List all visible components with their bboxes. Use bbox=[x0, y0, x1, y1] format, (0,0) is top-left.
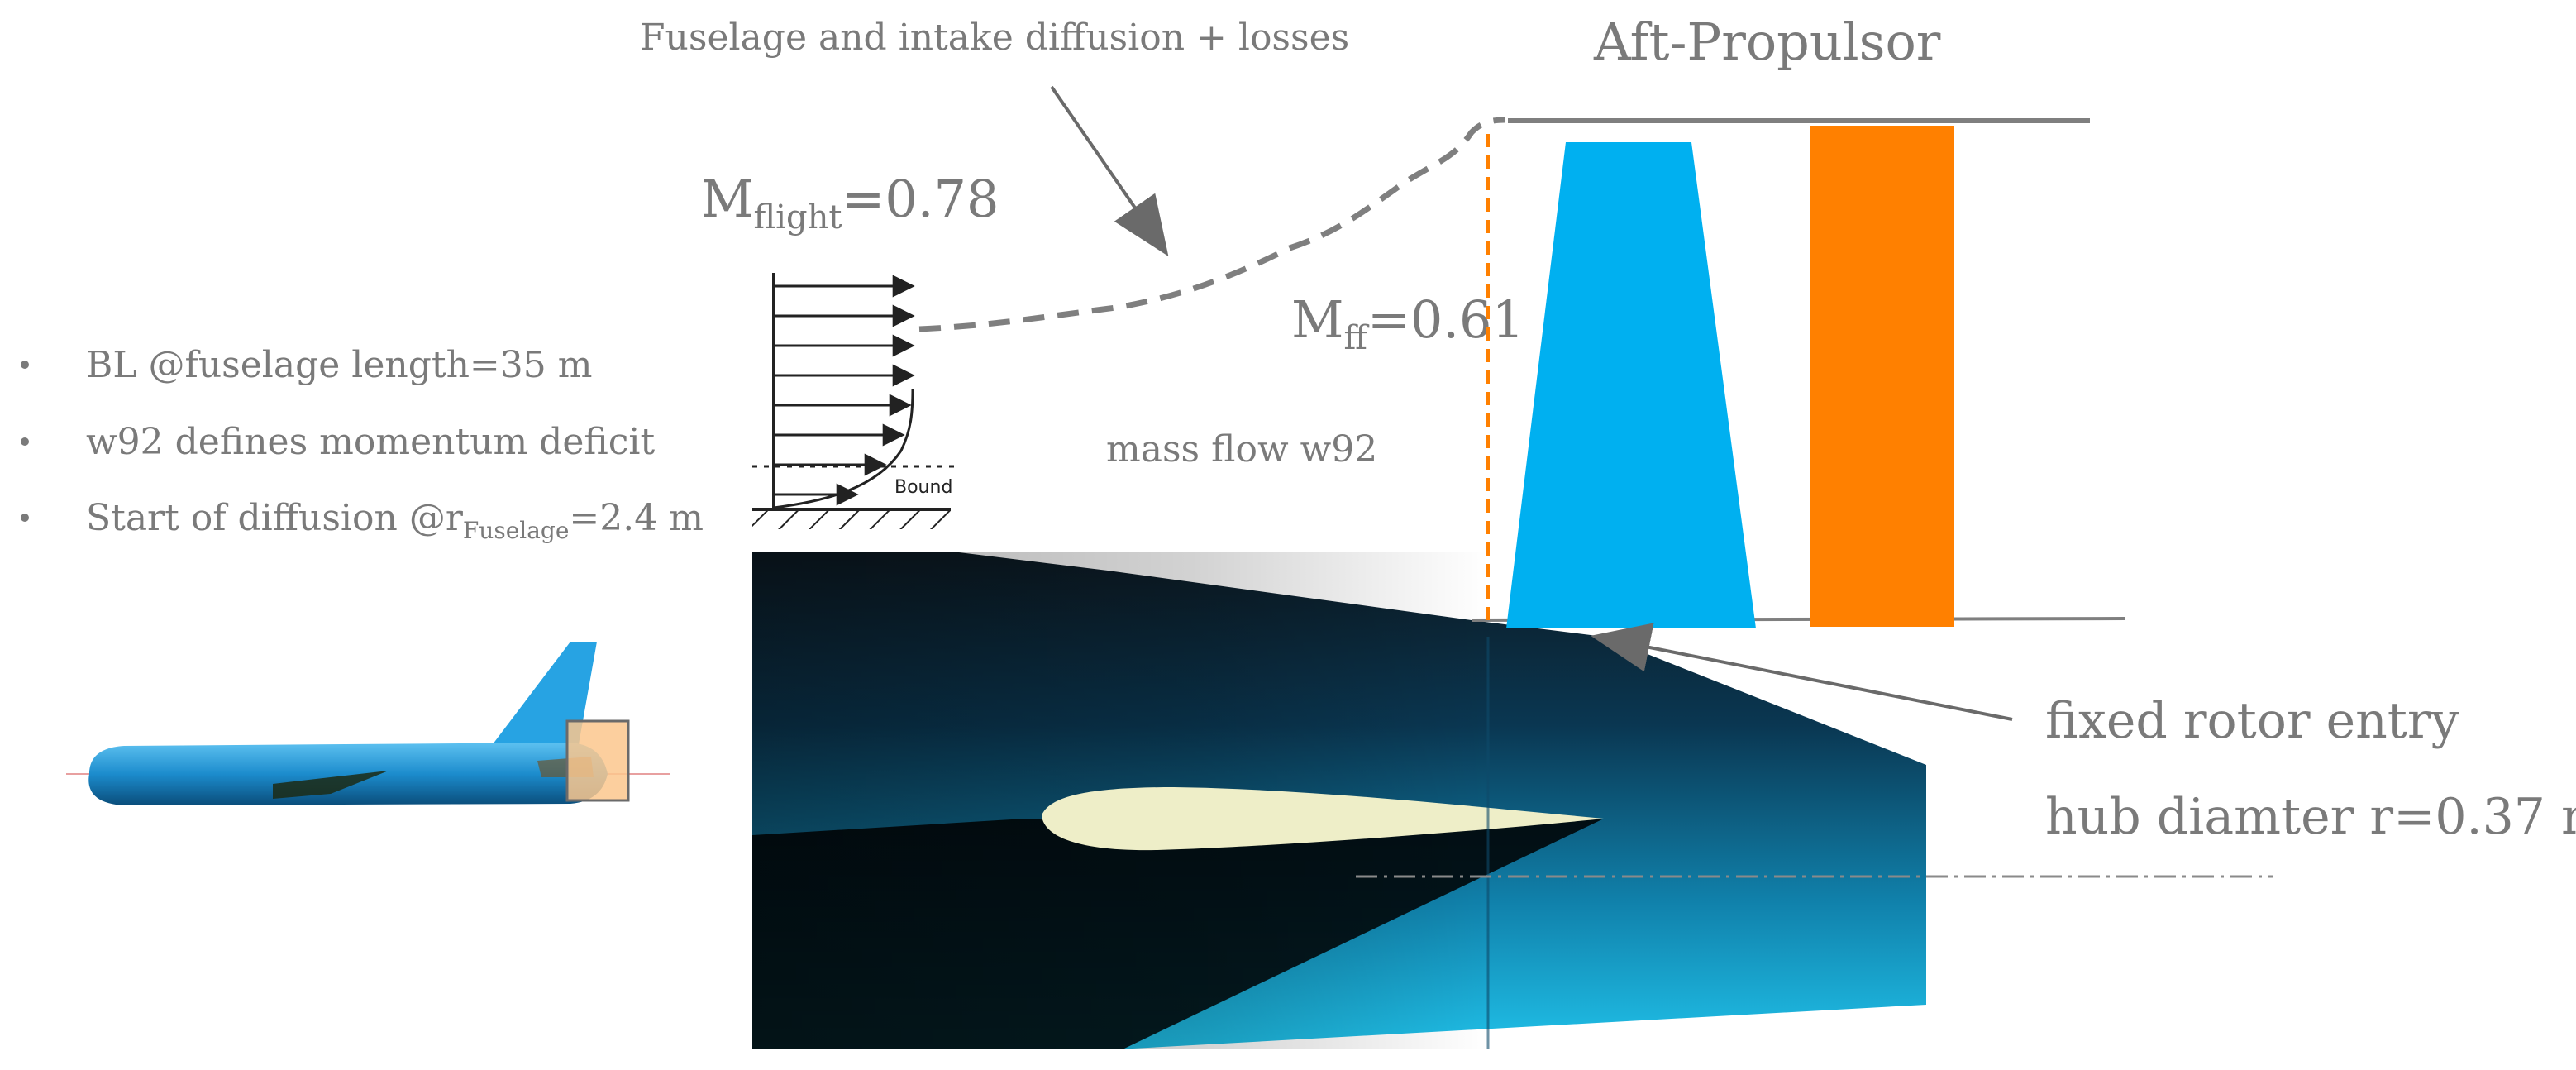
rotor-note-line2: hub diamter r=0.37 m bbox=[2045, 788, 2576, 846]
bullet-dot bbox=[21, 437, 29, 446]
bullet-list: BL @fuselage length=35 m w92 defines mom… bbox=[21, 344, 704, 544]
boundary-layer-tag: Bound bbox=[894, 477, 952, 498]
mass-flow-label: mass flow w92 bbox=[1106, 428, 1377, 471]
tail-fin bbox=[493, 642, 597, 744]
aircraft-illustration bbox=[66, 642, 670, 805]
airfoil-section bbox=[1042, 787, 1604, 851]
aft-section-highlight bbox=[565, 719, 630, 802]
bullet-item: BL @fuselage length=35 m bbox=[86, 344, 592, 386]
fan-stage bbox=[1471, 118, 2125, 628]
bullet-dot bbox=[21, 361, 29, 369]
stator-blade bbox=[1810, 126, 1954, 627]
rotor-note-line1: fixed rotor entry bbox=[2045, 692, 2459, 750]
diffusion-annotation: Fuselage and intake diffusion + losses bbox=[640, 17, 1349, 59]
rotor-entry-pointer-arrow bbox=[1591, 623, 2013, 721]
diagram-title: Aft-Propulsor bbox=[1593, 12, 1941, 72]
fuselage bbox=[88, 743, 608, 805]
wing bbox=[273, 771, 389, 799]
boundary-layer-profile: Bound bbox=[752, 273, 956, 529]
diffusion-pointer-arrow bbox=[1050, 85, 1169, 256]
rotor-blade bbox=[1506, 142, 1756, 628]
bullet-item: w92 defines momentum deficit bbox=[86, 421, 655, 463]
bullet-item: Start of diffusion @rFuselage=2.4 m bbox=[86, 497, 704, 544]
mach-ff-label: Mff=0.61 bbox=[1291, 289, 1524, 357]
streamline-dashed bbox=[918, 117, 1505, 332]
hub-render bbox=[752, 552, 1926, 1049]
mach-flight-label: Mflight=0.78 bbox=[701, 169, 999, 236]
bullet-dot bbox=[21, 514, 29, 522]
